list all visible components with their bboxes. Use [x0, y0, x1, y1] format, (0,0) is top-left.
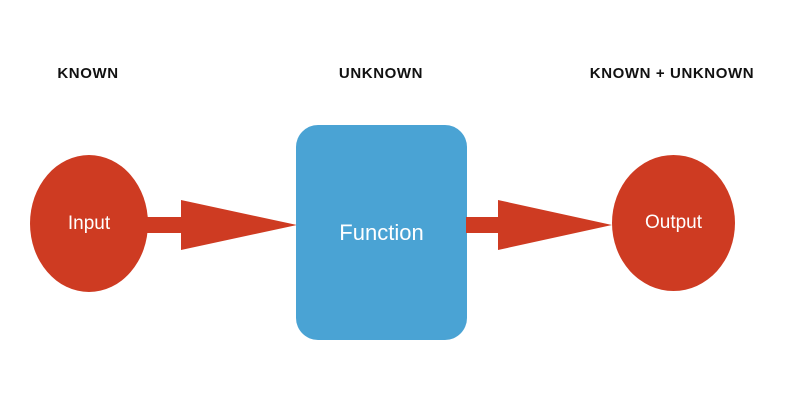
node-input-label: Input: [67, 212, 111, 234]
node-output: Output: [612, 155, 735, 291]
arrow-function-to-output: [466, 200, 612, 250]
arrow-input-to-function: [143, 200, 297, 250]
arrow-function-to-output-shape: [466, 200, 612, 250]
node-input: Input: [30, 155, 148, 292]
node-output-label: Output: [644, 212, 703, 233]
arrow-input-to-function-shape: [143, 200, 297, 250]
column-label-known-plus-unknown: KNOWN + UNKNOWN: [589, 65, 755, 82]
column-label-known: KNOWN: [57, 65, 119, 82]
node-function: Function: [296, 125, 467, 340]
column-label-unknown: UNKNOWN: [338, 65, 424, 82]
node-function-label: Function: [339, 219, 424, 245]
